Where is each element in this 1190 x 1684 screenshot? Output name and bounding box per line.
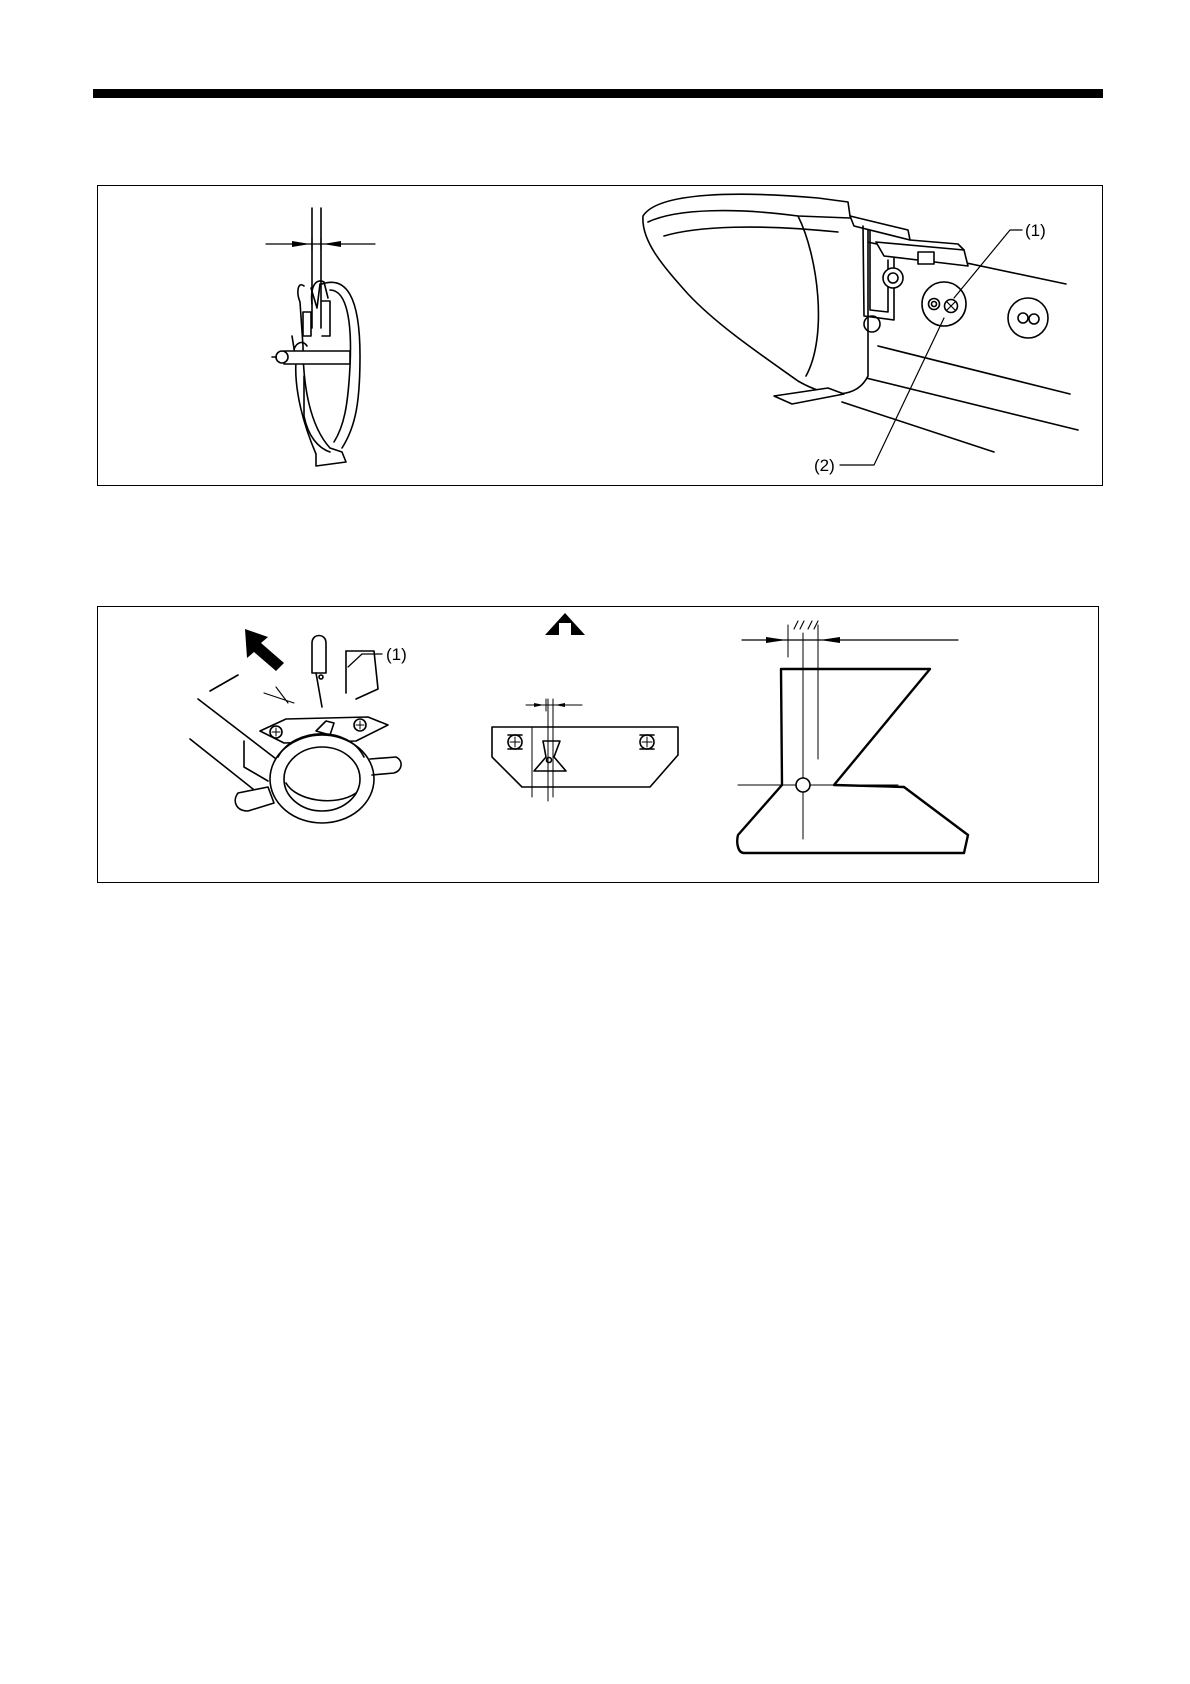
figure-1-panel: (1) (2) [97,185,1103,486]
direction-arrow-icon [245,629,284,671]
figure-2-drawing: (1) [98,607,1100,884]
figure-2-panel: (1) [97,606,1099,883]
callout-1-label: (1) [1025,221,1046,240]
figure-1-drawing: (1) (2) [98,186,1104,487]
needle-plate-top-view [492,613,678,801]
up-arrow-icon [545,613,585,635]
header-rule [93,89,1103,98]
needle-hook-clearance-diagram [266,208,375,466]
hook-perspective-diagram [190,629,401,823]
feed-slot-enlarged-diagram [737,621,968,853]
callout-1-label: (1) [386,645,407,664]
callout-2-label: (2) [814,456,835,475]
hook-cover-bed-diagram [643,194,1078,465]
